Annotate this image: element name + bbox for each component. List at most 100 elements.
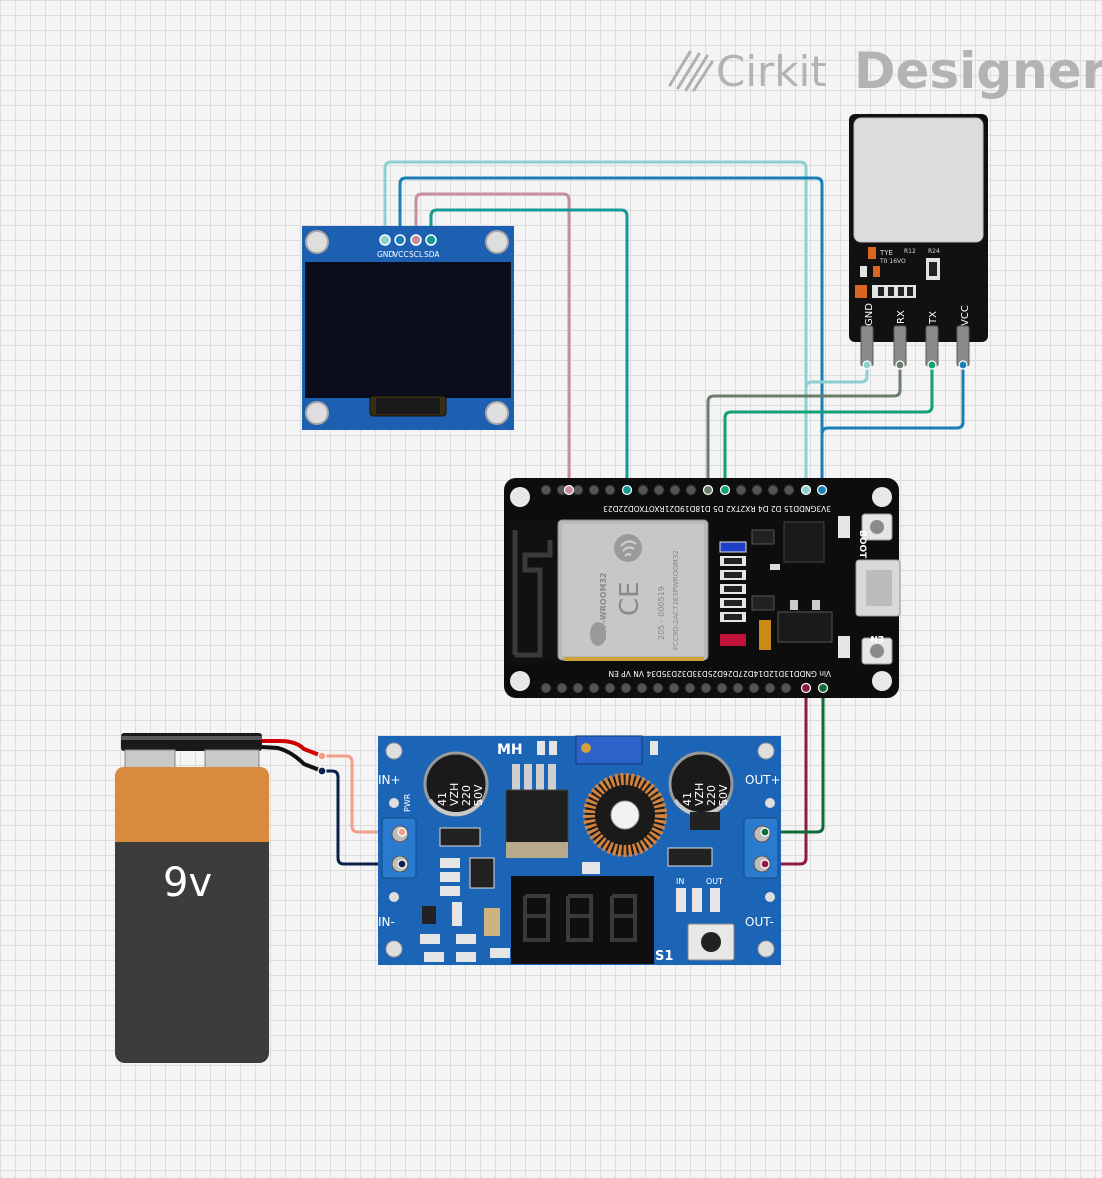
ce-mark-icon: CE	[615, 581, 645, 616]
oled-pin-sda[interactable]	[425, 234, 437, 246]
wire-sensor-rx[interactable]	[706, 365, 902, 490]
wire-oled-vcc[interactable]	[398, 176, 824, 490]
logo-text-designer: Designer	[854, 42, 1102, 100]
esp32-devkit-board[interactable]: 3V3GNDD15 D2 D4 RX2TX2 D5 D18D19D21RXOTX…	[504, 478, 901, 698]
esp32-module-code: 205 - 000519	[657, 586, 666, 640]
buck-brand-label: MH	[497, 742, 523, 758]
buck-input-terminal[interactable]	[381, 817, 417, 879]
sensor-header-pins	[860, 325, 970, 370]
wires	[322, 160, 965, 866]
buck-pin-in-plus[interactable]	[397, 827, 407, 837]
buck-out-plus-label: OUT+	[745, 773, 781, 787]
buck-in-minus-label: IN-	[378, 915, 395, 929]
wire-gnd[interactable]	[765, 688, 825, 834]
wire-oled-sda[interactable]	[429, 208, 629, 490]
sensor-pin-label: VCC	[960, 305, 971, 326]
esp32-pin-gnd-top[interactable]	[800, 484, 812, 496]
buck-out-minus-label: OUT-	[745, 915, 774, 929]
battery-pin-positive[interactable]	[317, 751, 327, 761]
oled-mount-hole	[485, 401, 509, 425]
oled-ribbon	[376, 398, 440, 414]
oled-display-module[interactable]: GND VCC SCL SDA	[302, 226, 514, 430]
oled-pin-label: SCL	[409, 250, 424, 259]
cirkit-logo-icon	[668, 50, 714, 92]
esp32-pin-d22[interactable]	[563, 484, 575, 496]
sensor-silk-tye: TYE	[879, 249, 893, 257]
sensor-pin-label: RX	[896, 310, 907, 324]
cirkit-designer-logo: Cirkit Designer	[668, 42, 1102, 100]
sensor-pin-tx[interactable]	[927, 360, 937, 370]
esp32-bottom-header	[540, 682, 792, 694]
esp32-pin-tx2[interactable]	[702, 484, 714, 496]
wire-oled-gnd[interactable]	[383, 160, 808, 490]
oled-pin-label: GND	[377, 250, 394, 259]
buck-pin-out-minus[interactable]	[760, 859, 770, 869]
esp32-bottom-pin-labels: Vin GNDD13D12D14D27D26D25D33D32D35D34 VN…	[609, 669, 831, 678]
esp32-en-button[interactable]	[861, 637, 893, 665]
buck-output-terminal[interactable]	[743, 817, 779, 879]
buck-converter-module[interactable]: IN+ IN- OUT+ OUT- MH S1 IN OUT PWR	[378, 735, 781, 965]
fingerprint-sensor-module[interactable]: TYE R12 R24 T0 16VO GND RX TX VCC	[849, 114, 988, 370]
buck-regulator-ic	[505, 764, 569, 858]
svg-text:CE: CE	[615, 581, 645, 616]
oled-screen	[305, 262, 511, 398]
esp32-pin-vin[interactable]	[800, 682, 812, 694]
wire-sensor-gnd[interactable]	[804, 365, 869, 490]
esp32-en-label: EN	[870, 633, 884, 643]
buck-via	[389, 892, 399, 902]
wire-oled-scl[interactable]	[414, 192, 571, 490]
battery-terminal	[204, 749, 260, 769]
sensor-silk-r12: R12	[904, 248, 916, 255]
buck-mount-hole	[757, 940, 775, 958]
svg-text:220: 220	[705, 785, 718, 806]
buck-via	[389, 798, 399, 808]
svg-text:VZH: VZH	[448, 783, 461, 806]
buck-pwr-label: PWR	[403, 793, 412, 812]
battery-top-band	[115, 767, 269, 842]
buck-seven-segment-display	[511, 876, 654, 964]
esp32-pin-rx2[interactable]	[719, 484, 731, 496]
oled-mount-hole	[305, 230, 329, 254]
oled-pin-label: SDA	[424, 250, 440, 259]
sensor-pin-label: TX	[928, 311, 939, 325]
buck-pin-out-plus[interactable]	[760, 827, 770, 837]
buck-s1-button[interactable]	[687, 923, 735, 961]
oled-mount-hole	[485, 230, 509, 254]
oled-pin-vcc[interactable]	[394, 234, 406, 246]
wire-sensor-tx[interactable]	[723, 365, 934, 490]
esp32-module-name: ESP-WROOM32	[599, 572, 608, 640]
wifi-logo-icon	[590, 622, 606, 646]
esp32-pin-3v3[interactable]	[816, 484, 828, 496]
wire-sensor-vcc[interactable]	[820, 365, 965, 490]
esp32-boot-button[interactable]	[861, 513, 893, 541]
espressif-logo-icon	[614, 534, 642, 562]
battery-red-lead	[262, 739, 323, 758]
sensor-components	[855, 247, 940, 298]
esp32-pin-gnd-bottom[interactable]	[817, 682, 829, 694]
buck-pin-in-minus[interactable]	[397, 859, 407, 869]
battery-9v[interactable]: 9v	[115, 733, 327, 1063]
buck-inductor	[583, 773, 667, 857]
battery-pin-negative[interactable]	[317, 766, 327, 776]
battery-snap-highlight	[121, 736, 262, 740]
esp32-module-castellations	[564, 657, 704, 661]
sensor-window	[853, 117, 984, 243]
esp32-mount-hole	[872, 671, 892, 691]
sensor-silk-r24: R24	[928, 248, 940, 255]
sensor-pin-gnd[interactable]	[862, 360, 872, 370]
oled-pin-scl[interactable]	[410, 234, 422, 246]
esp32-mount-hole	[510, 671, 530, 691]
esp32-smd-resistor	[838, 516, 850, 538]
wire-vin[interactable]	[765, 688, 808, 866]
oled-pins	[379, 234, 437, 246]
wire-battery-positive[interactable]	[322, 754, 402, 834]
buck-potentiometer[interactable]	[575, 735, 643, 765]
sensor-pin-vcc[interactable]	[958, 360, 968, 370]
oled-pin-label: VCC	[393, 250, 409, 259]
oled-pin-gnd[interactable]	[379, 234, 391, 246]
sensor-pin-rx[interactable]	[895, 360, 905, 370]
wire-battery-negative[interactable]	[322, 769, 402, 866]
esp32-pin-d21[interactable]	[621, 484, 633, 496]
oled-mount-hole	[305, 401, 329, 425]
